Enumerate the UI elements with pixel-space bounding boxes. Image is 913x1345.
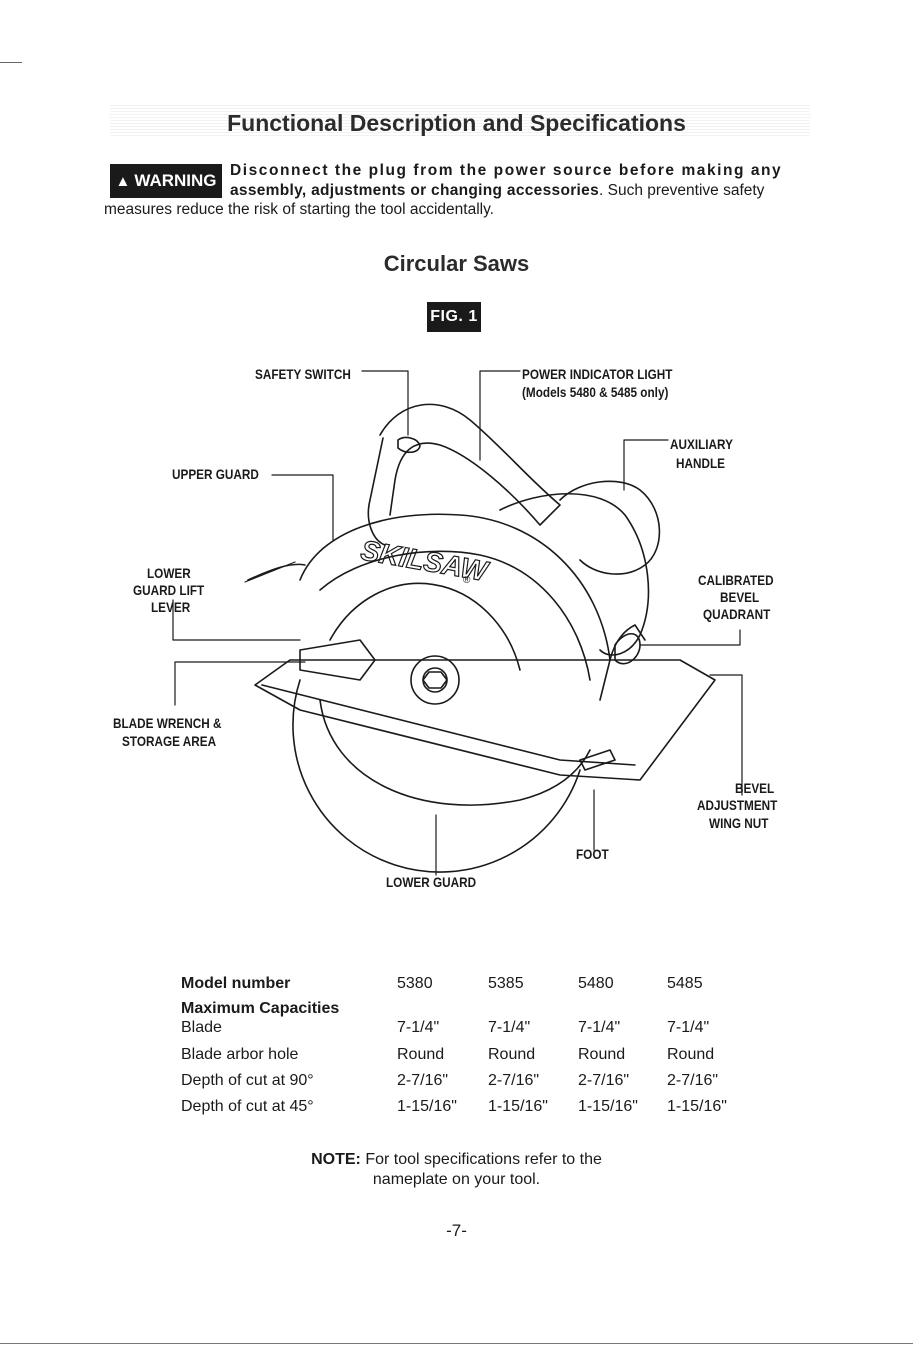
blade-outline — [292, 679, 581, 873]
label-quadrant: QUADRANT — [703, 606, 771, 622]
spec-cell: 2-7/16" — [578, 1072, 630, 1089]
page-edge-mark — [0, 62, 22, 63]
motor-housing-shape — [499, 492, 650, 656]
warning-badge-label: WARNING — [134, 171, 217, 190]
spec-model-5485: 5485 — [667, 975, 703, 992]
leader-lines — [172, 370, 743, 876]
spec-row-label: Depth of cut at 45° — [181, 1098, 314, 1115]
spec-cell: Round — [578, 1046, 626, 1063]
bottom-rule — [0, 1343, 913, 1344]
note-prefix: NOTE: — [311, 1151, 361, 1168]
spec-cell: 2-7/16" — [397, 1072, 449, 1089]
spec-cell: Round — [667, 1046, 715, 1063]
spec-cell: 7-1/4" — [488, 1019, 531, 1036]
note-text-1: For tool specifications refer to the — [360, 1151, 602, 1168]
spec-cell: 1-15/16" — [488, 1098, 548, 1115]
blade-inner — [329, 582, 521, 671]
foot-plate-shape — [254, 659, 716, 781]
page-number: -7- — [446, 1221, 467, 1240]
figure-badge: FIG. 1 — [427, 302, 481, 332]
safety-switch-shape — [397, 436, 421, 454]
label-power-indicator-models: (Models 5480 & 5485 only) — [522, 384, 669, 400]
title-band — [110, 104, 810, 136]
warning-text-rest: . Such preventive safety — [599, 182, 765, 199]
spec-cell: 1-15/16" — [667, 1098, 727, 1115]
spec-cell: 1-15/16" — [397, 1098, 457, 1115]
warning-text-line-3: measures reduce the risk of starting the… — [104, 201, 494, 218]
label-guard-lift: GUARD LIFT — [133, 582, 205, 598]
warning-badge: ▲ WARNING — [110, 164, 222, 198]
label-upper-guard: UPPER GUARD — [172, 466, 259, 482]
label-lower: LOWER — [147, 565, 191, 581]
note-line-2: nameplate on your tool. — [372, 1171, 541, 1188]
label-bevel-quadrant-mid: BEVEL — [720, 589, 760, 605]
section-title: Circular Saws — [383, 251, 530, 276]
lift-lever-shape — [299, 639, 376, 681]
spec-cell: 7-1/4" — [397, 1019, 440, 1036]
label-bevel: BEVEL — [735, 780, 775, 796]
label-auxiliary: AUXILIARY — [670, 436, 733, 452]
label-adjustment: ADJUSTMENT — [697, 797, 778, 813]
upper-guard-shape — [299, 513, 611, 701]
lower-guard-shape — [319, 699, 591, 806]
note-line-1: NOTE: For tool specifications refer to t… — [0, 1150, 913, 1170]
page-title: Functional Description and Specification… — [227, 110, 686, 136]
spec-cell: 2-7/16" — [488, 1072, 540, 1089]
label-handle: HANDLE — [676, 455, 726, 471]
registered-mark: ® — [463, 575, 471, 586]
label-lower-guard: LOWER GUARD — [386, 874, 477, 890]
label-calibrated: CALIBRATED — [698, 572, 774, 588]
arbor-washer — [410, 655, 460, 705]
warning-emphasis: assembly, adjustments or changing access… — [230, 182, 599, 199]
spec-model-5480: 5480 — [578, 975, 614, 992]
label-blade-wrench: BLADE WRENCH & — [113, 715, 222, 731]
label-lever: LEVER — [151, 599, 191, 615]
main-handle-shape — [379, 403, 561, 526]
spec-model-5380: 5380 — [397, 975, 433, 992]
label-power-indicator-light: POWER INDICATOR LIGHT — [522, 366, 673, 382]
spec-capacities-label: Maximum Capacities — [181, 1000, 340, 1017]
spec-cell: Round — [488, 1046, 536, 1063]
spec-cell: Round — [397, 1046, 445, 1063]
spec-row-label: Blade arbor hole — [181, 1046, 299, 1063]
aux-handle-shape — [559, 480, 661, 575]
label-storage-area: STORAGE AREA — [122, 733, 217, 749]
spec-row-label: Depth of cut at 90° — [181, 1072, 314, 1089]
spec-cell: 7-1/4" — [578, 1019, 621, 1036]
blade-wrench-shape — [579, 749, 616, 771]
spec-row-label: Blade — [181, 1019, 222, 1036]
spec-model-5385: 5385 — [488, 975, 524, 992]
warning-text-line-1: Disconnect the plug from the power sourc… — [230, 162, 783, 179]
spec-cell: 7-1/4" — [667, 1019, 710, 1036]
label-safety-switch: SAFETY SWITCH — [255, 366, 351, 382]
brand-logo: SKILSAW — [359, 534, 493, 587]
warning-triangle-icon: ▲ — [115, 172, 131, 190]
spec-note: NOTE: For tool specifications refer to t… — [0, 1150, 913, 1190]
bevel-quadrant-shape — [609, 624, 646, 661]
spec-model-label: Model number — [181, 975, 291, 992]
warning-text-line-2: assembly, adjustments or changing access… — [230, 182, 764, 200]
label-foot: FOOT — [576, 846, 609, 862]
spec-cell: 2-7/16" — [667, 1072, 719, 1089]
circular-saw-diagram: SKILSAW ® — [172, 370, 743, 876]
label-wing-nut: WING NUT — [709, 815, 769, 831]
spec-cell: 1-15/16" — [578, 1098, 638, 1115]
power-cord — [247, 563, 306, 581]
